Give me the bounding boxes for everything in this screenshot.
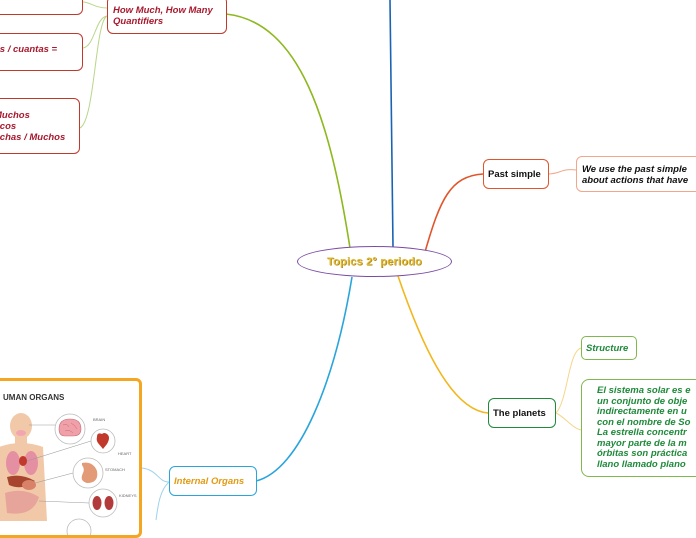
internal-organs-node[interactable]: Internal Organs [169, 466, 257, 496]
link-past-child [547, 169, 577, 175]
link-planets-desc [555, 412, 582, 431]
link-quantifiers-child-3 [79, 15, 108, 129]
organ-label-heart: HEART [118, 451, 132, 456]
link-planets [397, 275, 489, 414]
link-planets-structure [555, 347, 582, 414]
human-organs-image[interactable]: UMAN ORGANS BRAIN HE [0, 378, 142, 538]
quantifiers-child-top[interactable] [0, 0, 83, 15]
link-organs [255, 276, 353, 482]
link-organs-image [141, 467, 170, 483]
central-topic[interactable]: Topics 2° periodo [297, 246, 452, 277]
quantifiers-node[interactable]: How Much, How Many Quantifiers [107, 0, 227, 34]
organ-label-brain: BRAIN [93, 417, 106, 422]
past-simple-node[interactable]: Past simple [483, 159, 549, 189]
link-past-simple [424, 173, 484, 253]
planets-description-node[interactable]: El sistema solar es e un conjunto de obj… [581, 379, 696, 477]
link-top [389, 0, 394, 248]
link-quantifiers-child-2 [82, 15, 108, 49]
body-illustration-icon [0, 413, 118, 535]
link-organs-child [155, 481, 170, 520]
planets-structure-node[interactable]: Structure [581, 336, 637, 360]
quantifiers-child-muchos[interactable]: Muchos ocos uchas / Muchos [0, 98, 80, 154]
organ-label-stomach: STOMACH [105, 467, 125, 472]
planets-node[interactable]: The planets [488, 398, 556, 428]
organs-image-title: UMAN ORGANS [3, 393, 65, 402]
organ-label-kidneys: KIDNEYS [119, 493, 137, 498]
past-simple-child[interactable]: We use the past simple about actions tha… [576, 156, 696, 192]
link-quantifiers-child-1 [82, 1, 108, 9]
link-quantifiers [225, 13, 351, 249]
quantifiers-child-cuantas[interactable]: os / cuantas = [0, 33, 83, 71]
mindmap-connections [79, 0, 582, 520]
